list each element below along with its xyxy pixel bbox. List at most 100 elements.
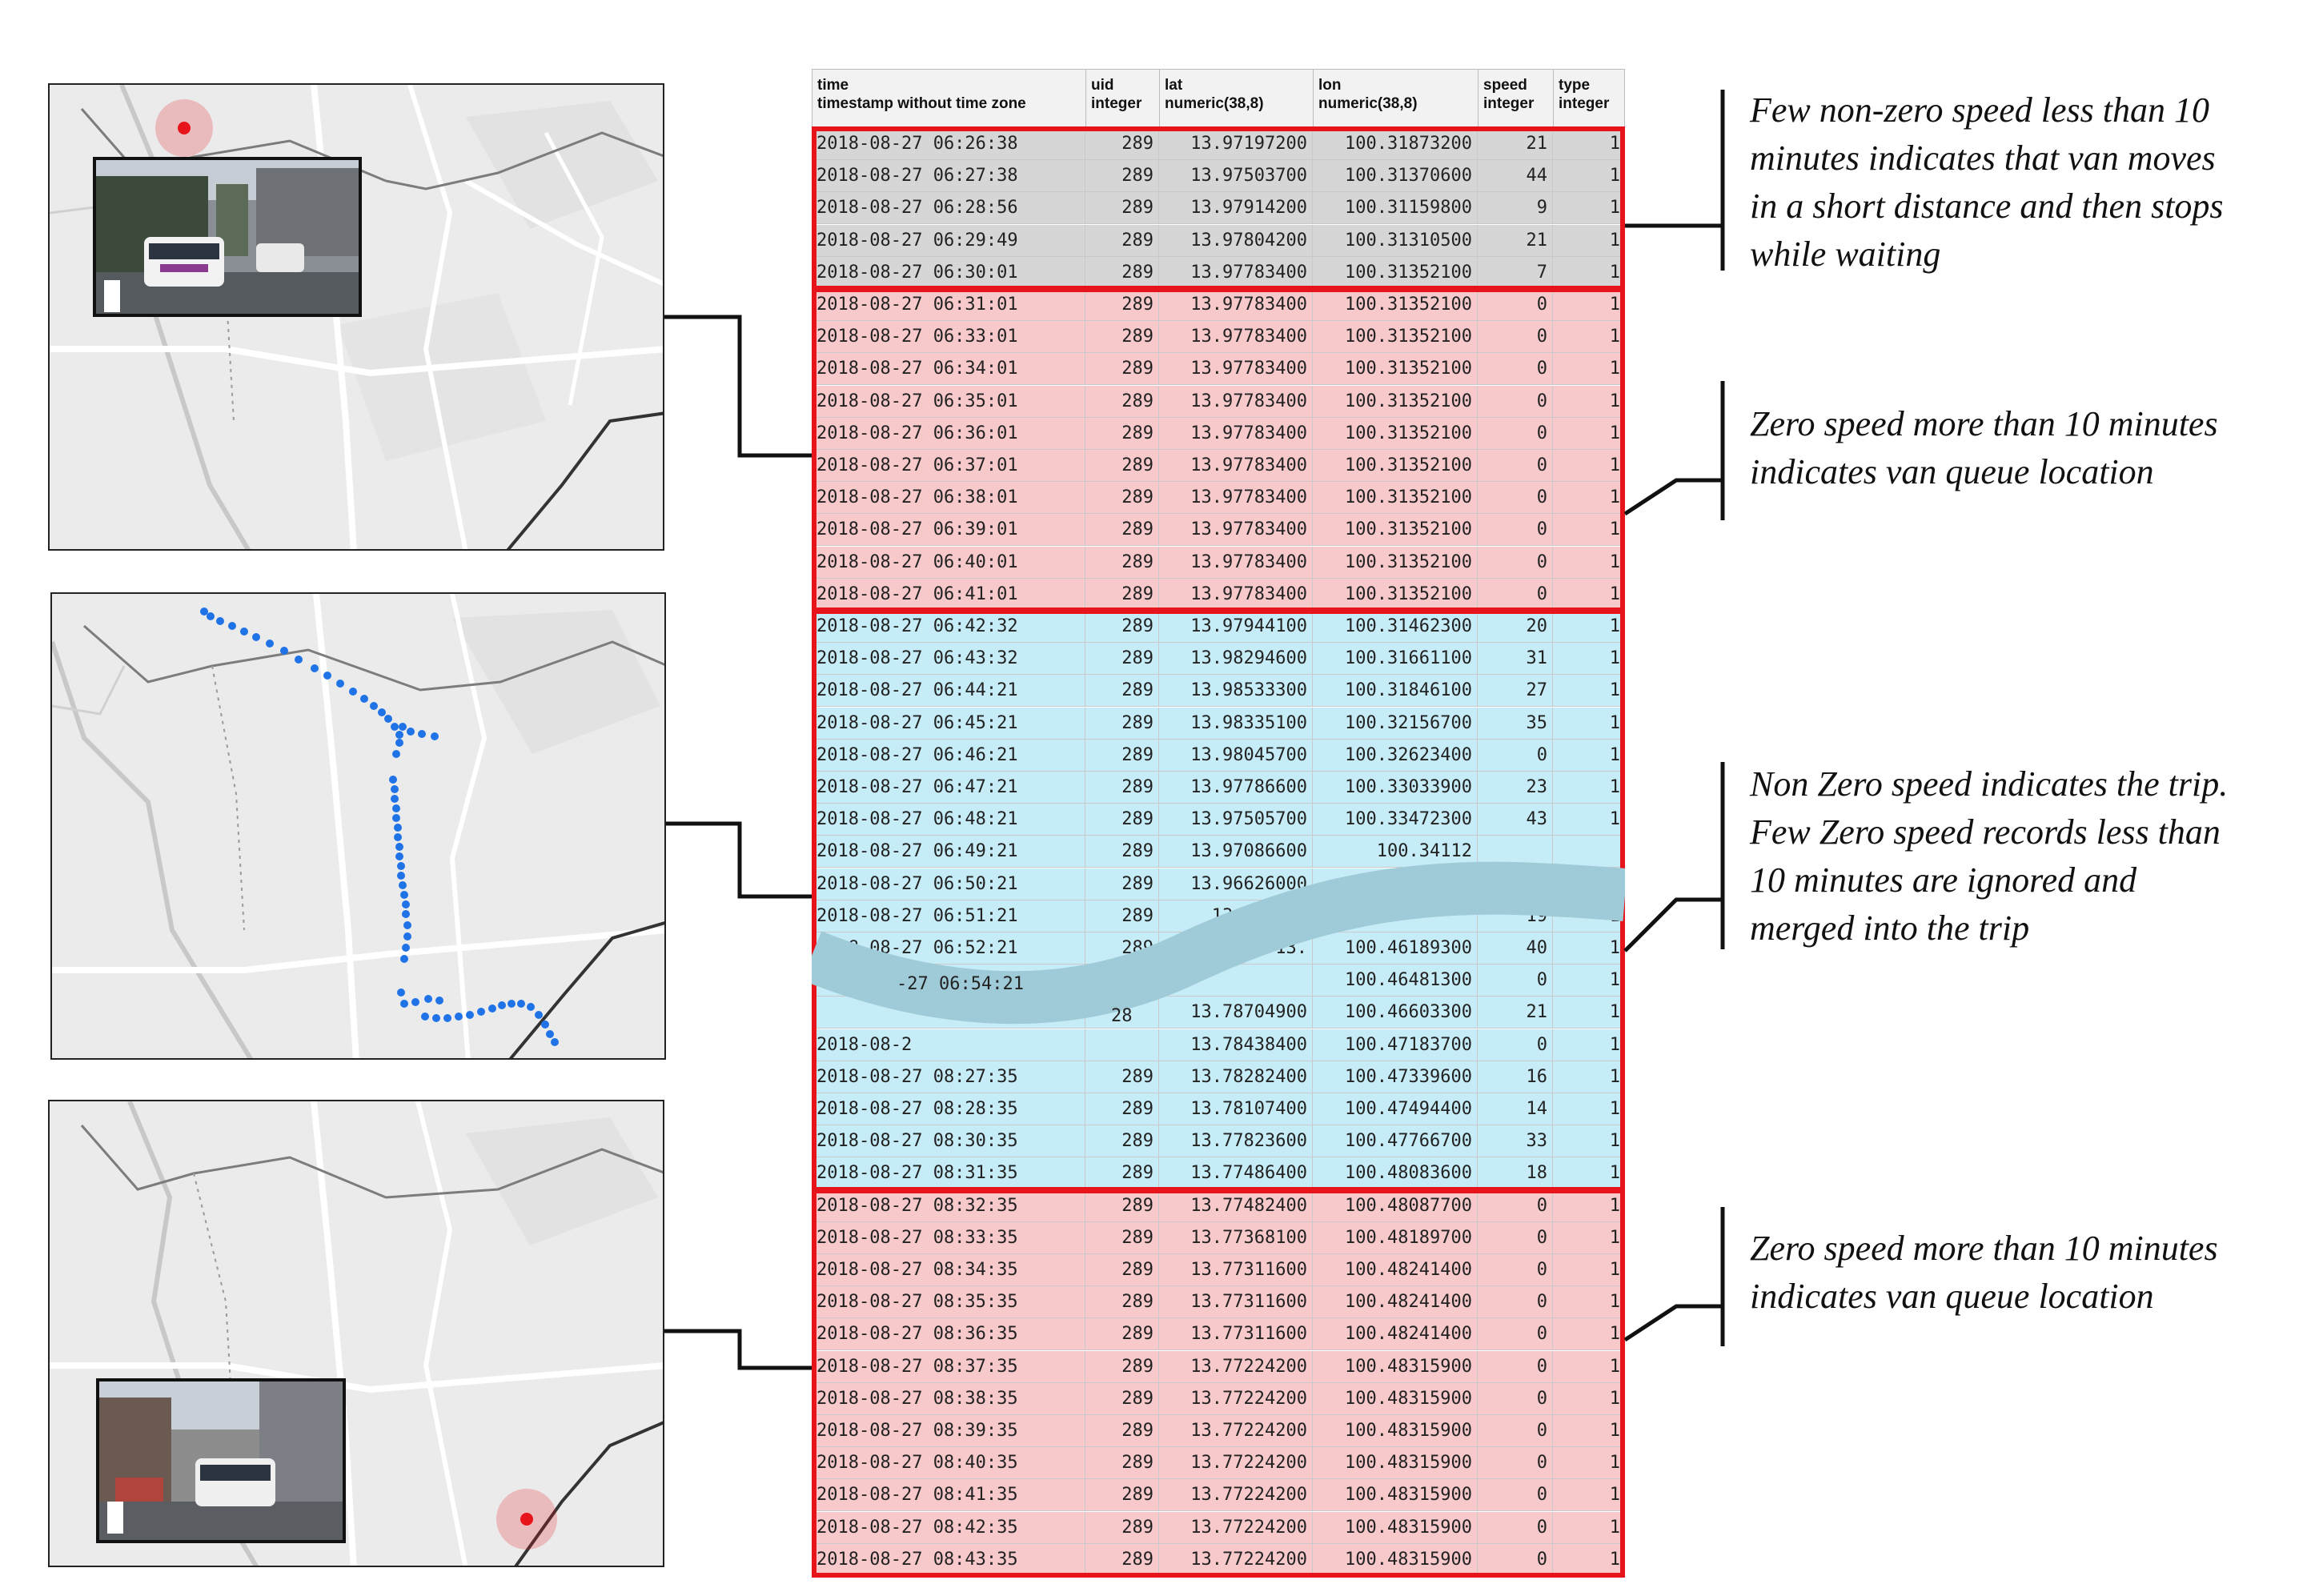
table-cell: 0: [1478, 514, 1553, 547]
table-cell: [1313, 900, 1478, 932]
table-cell: 289: [1085, 1093, 1159, 1125]
table-cell: 289: [1085, 739, 1159, 772]
table-cell: 100.48315900: [1313, 1479, 1478, 1512]
table-cell: 1: [1609, 230, 1620, 251]
table-cell: 1: [1609, 1485, 1620, 1506]
table-cell: 100.47494400: [1313, 1093, 1478, 1125]
table-cell: 1: [1609, 487, 1620, 508]
table-cell: 2018-08-27 08:38:35: [812, 1382, 1085, 1415]
table-cell: 1: [1609, 1227, 1620, 1248]
table-cell: 13.97783400: [1159, 353, 1313, 386]
table-cell: 100.32156700: [1313, 707, 1478, 740]
table-cell: 289: [1085, 289, 1159, 321]
column-type: integer: [1091, 95, 1142, 112]
table-cell: 13.78282400: [1159, 1061, 1313, 1093]
table-cell: 2018-08-27 06:38:01: [812, 482, 1085, 515]
table-cell: 289: [1085, 675, 1159, 708]
table-cell: 100.48315900: [1313, 1350, 1478, 1383]
table-cell: 100.31352100: [1313, 417, 1478, 450]
table-cell: 289: [1085, 1350, 1159, 1383]
table-cell: 13.98294600: [1159, 643, 1313, 676]
table-cell: 1: [1609, 1131, 1620, 1152]
annotation-line: Few Zero speed records less than: [1750, 812, 2221, 852]
table-cell: 1: [1609, 616, 1620, 636]
table-cell: 289: [1085, 160, 1159, 193]
table-cell: 100.46603300: [1313, 996, 1478, 1029]
table-cell: 1: [1609, 1002, 1620, 1023]
table-cell: 100.48241400: [1313, 1254, 1478, 1286]
table-cell: 100.31370600: [1313, 160, 1478, 193]
annotation-line: indicates van queue location: [1750, 452, 2154, 491]
table-cell: 289: [1085, 514, 1159, 547]
table-cell: 289: [1085, 772, 1159, 804]
table-cell: 13.97783400: [1159, 450, 1313, 482]
partial-row-text: -27 06:54:21: [897, 974, 1024, 994]
table-cell: 13.97783400: [1159, 385, 1313, 418]
table-cell: 289: [1085, 385, 1159, 418]
table-cell: 1: [1609, 519, 1620, 540]
table-cell: 289: [1085, 900, 1159, 932]
table-cell: 2018-08-27 06:29:49: [812, 224, 1085, 257]
table-cell: 13.97783400: [1159, 321, 1313, 354]
map-panel-destination: [48, 1100, 664, 1567]
column-header-uid: uid integer: [1086, 70, 1160, 129]
table-cell: 100.31352100: [1313, 385, 1478, 418]
table-cell: 1: [1609, 744, 1620, 765]
table-cell: 27: [1478, 675, 1553, 708]
table-cell: 0: [1478, 353, 1553, 386]
table-cell: 2018-08-27 08:41:35: [812, 1479, 1085, 1512]
table-cell: 2018-08-27 06:48:21: [812, 804, 1085, 836]
annotation-line: in a short distance and then stops: [1750, 186, 2224, 226]
table-cell: 1: [1609, 648, 1620, 669]
table-cell: 2018-08-27 08:34:35: [812, 1254, 1085, 1286]
table-cell: 35: [1478, 707, 1553, 740]
column-name: time: [817, 77, 849, 94]
table-cell: 44: [1478, 160, 1553, 193]
table-cell: 0: [1478, 578, 1553, 611]
table-cell: 13.97944100: [1159, 611, 1313, 643]
table-cell: 2018-08-27 08:36:35: [812, 1318, 1085, 1351]
column-header-time: time timestamp without time zone: [812, 70, 1086, 129]
table-cell: 0: [1478, 1254, 1553, 1286]
table-cell: [1085, 996, 1159, 1029]
table-cell: 0: [1478, 1221, 1553, 1254]
street-view-photo-destination: [96, 1378, 346, 1543]
table-cell: 0: [1478, 739, 1553, 772]
table-cell: 2018-08-27 06:36:01: [812, 417, 1085, 450]
table-cell: 0: [1478, 1543, 1553, 1576]
table-cell: 0: [1478, 417, 1553, 450]
table-cell: 100.31352100: [1313, 514, 1478, 547]
table-cell: 2018-08-27 06:33:01: [812, 321, 1085, 354]
annotation-line: minutes indicates that van moves: [1750, 138, 2216, 178]
table-cell: 100.48083600: [1313, 1157, 1478, 1190]
table-cell: 16: [1478, 1061, 1553, 1093]
table-cell: 100.31352100: [1313, 256, 1478, 289]
annotation-queue-origin: Zero speed more than 10 minutes indicate…: [1750, 400, 2218, 496]
table-cell: 0: [1478, 321, 1553, 354]
table-cell: 100.46481300: [1313, 964, 1478, 997]
table-cell: 18: [1478, 1157, 1553, 1190]
table-cell: 13.77368100: [1159, 1221, 1313, 1254]
table-cell: 1: [1609, 777, 1620, 797]
table-cell: 13.97505700: [1159, 804, 1313, 836]
table-cell: 289: [1085, 1543, 1159, 1576]
table-cell: 2018-08-27 06:31:01: [812, 289, 1085, 321]
table-cell: 1: [1609, 1260, 1620, 1280]
table-cell: 2018-08-27 08:40:35: [812, 1447, 1085, 1480]
annotation-queue-destination: Zero speed more than 10 minutes indicate…: [1750, 1225, 2218, 1321]
table-cell: 100.31352100: [1313, 578, 1478, 611]
table-cell: 13.98533300: [1159, 675, 1313, 708]
table-cell: 2018-08-27 06:44:21: [812, 675, 1085, 708]
table-cell: 1: [1609, 1356, 1620, 1377]
table-cell: 289: [1085, 1061, 1159, 1093]
